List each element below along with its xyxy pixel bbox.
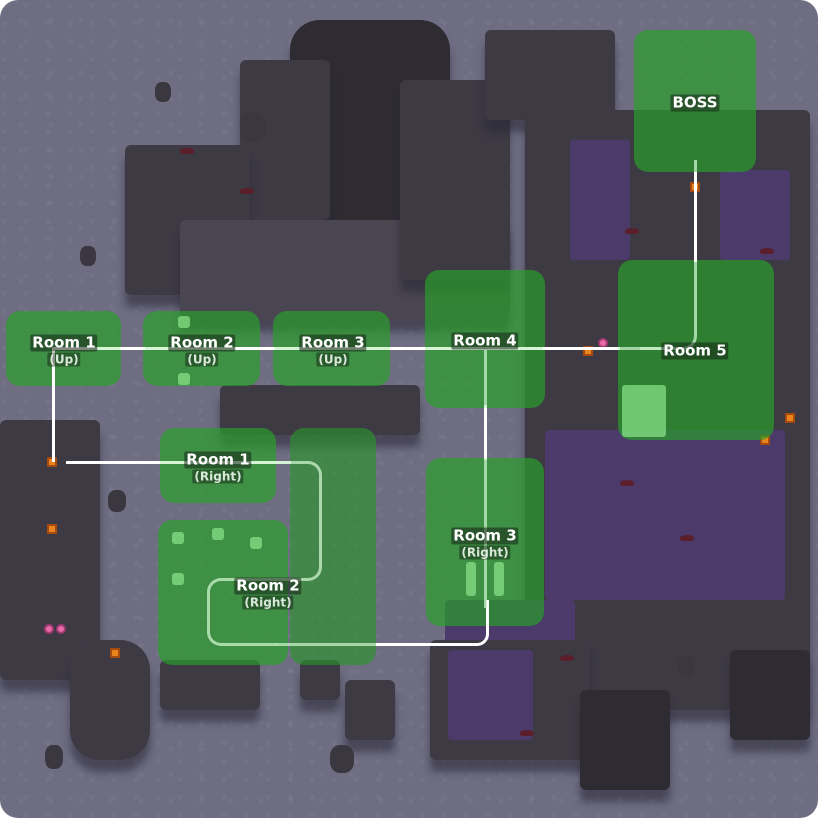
- route-path: [640, 160, 697, 350]
- floating-rock: [45, 745, 63, 769]
- route-path: [484, 348, 487, 408]
- spawn-marker: [212, 528, 224, 540]
- route-path: [90, 347, 120, 350]
- floating-rock: [80, 246, 96, 266]
- floating-rock: [330, 745, 354, 773]
- room-name: Room 2: [168, 333, 236, 352]
- room-name: Room 5: [661, 341, 729, 360]
- terrain-island: [70, 640, 150, 760]
- mushroom-decoration: [680, 535, 694, 541]
- room-5-label: Room 5: [661, 341, 729, 360]
- room-2-right-annex: [290, 428, 376, 665]
- terrain-island: [220, 385, 420, 435]
- purple-pool: [720, 170, 790, 260]
- room-direction: (Up): [185, 352, 219, 367]
- terrain-island: [580, 690, 670, 790]
- room-name: Room 1: [30, 333, 98, 352]
- room-name: Room 3: [299, 333, 367, 352]
- route-path: [376, 643, 476, 646]
- route-path: [440, 600, 489, 646]
- room-direction: (Right): [192, 469, 244, 484]
- room-1-right-label: Room 1 (Right): [184, 450, 252, 484]
- purple-pool: [448, 650, 533, 740]
- floating-rock: [108, 490, 126, 512]
- torch-icon: [785, 413, 795, 423]
- mushroom-decoration: [560, 655, 574, 661]
- room-name: Room 2: [234, 576, 302, 595]
- spawn-marker: [172, 532, 184, 544]
- spawn-marker: [250, 537, 262, 549]
- route-path: [484, 405, 487, 460]
- floating-rock: [678, 655, 694, 677]
- boss-label: BOSS: [670, 93, 720, 112]
- room-direction: (Right): [459, 545, 511, 560]
- spawn-marker: [494, 562, 504, 596]
- room-1-up-label: Room 1 (Up): [30, 333, 98, 367]
- room-2-right-label: Room 2 (Right): [234, 576, 302, 610]
- mushroom-decoration: [520, 730, 534, 736]
- room-direction: (Up): [316, 352, 350, 367]
- room-name: BOSS: [670, 93, 720, 112]
- spawn-marker: [622, 385, 666, 437]
- room-direction: (Up): [47, 352, 81, 367]
- room-name: Room 3: [451, 526, 519, 545]
- terrain-island: [730, 650, 810, 740]
- route-path: [694, 172, 697, 262]
- pink-crystal-icon: [56, 624, 66, 634]
- terrain-island: [300, 660, 340, 700]
- mushroom-decoration: [180, 148, 194, 154]
- purple-pool: [570, 140, 630, 260]
- torch-icon: [47, 524, 57, 534]
- route-path: [52, 347, 55, 462]
- spawn-marker: [172, 573, 184, 585]
- purple-pool: [545, 430, 785, 600]
- mushroom-decoration: [760, 248, 774, 254]
- route-path: [276, 643, 376, 646]
- terrain-island: [160, 660, 260, 710]
- room-3-right-label: Room 3 (Right): [451, 526, 519, 560]
- mushroom-decoration: [625, 228, 639, 234]
- room-3-up-label: Room 3 (Up): [299, 333, 367, 367]
- mushroom-decoration: [620, 480, 634, 486]
- route-path: [276, 461, 322, 581]
- room-name: Room 4: [451, 331, 519, 350]
- terrain-island: [485, 30, 615, 120]
- mushroom-decoration: [240, 188, 254, 194]
- pink-crystal-icon: [44, 624, 54, 634]
- room-2-up-label: Room 2 (Up): [168, 333, 236, 367]
- room-4-label: Room 4: [451, 331, 519, 350]
- terrain-island: [345, 680, 395, 740]
- room-name: Room 1: [184, 450, 252, 469]
- torch-icon: [110, 648, 120, 658]
- floating-rock: [155, 82, 171, 102]
- floating-rock: [240, 112, 266, 142]
- spawn-marker: [466, 562, 476, 596]
- spawn-marker: [178, 373, 190, 385]
- spawn-marker: [178, 316, 190, 328]
- room-direction: (Right): [242, 595, 294, 610]
